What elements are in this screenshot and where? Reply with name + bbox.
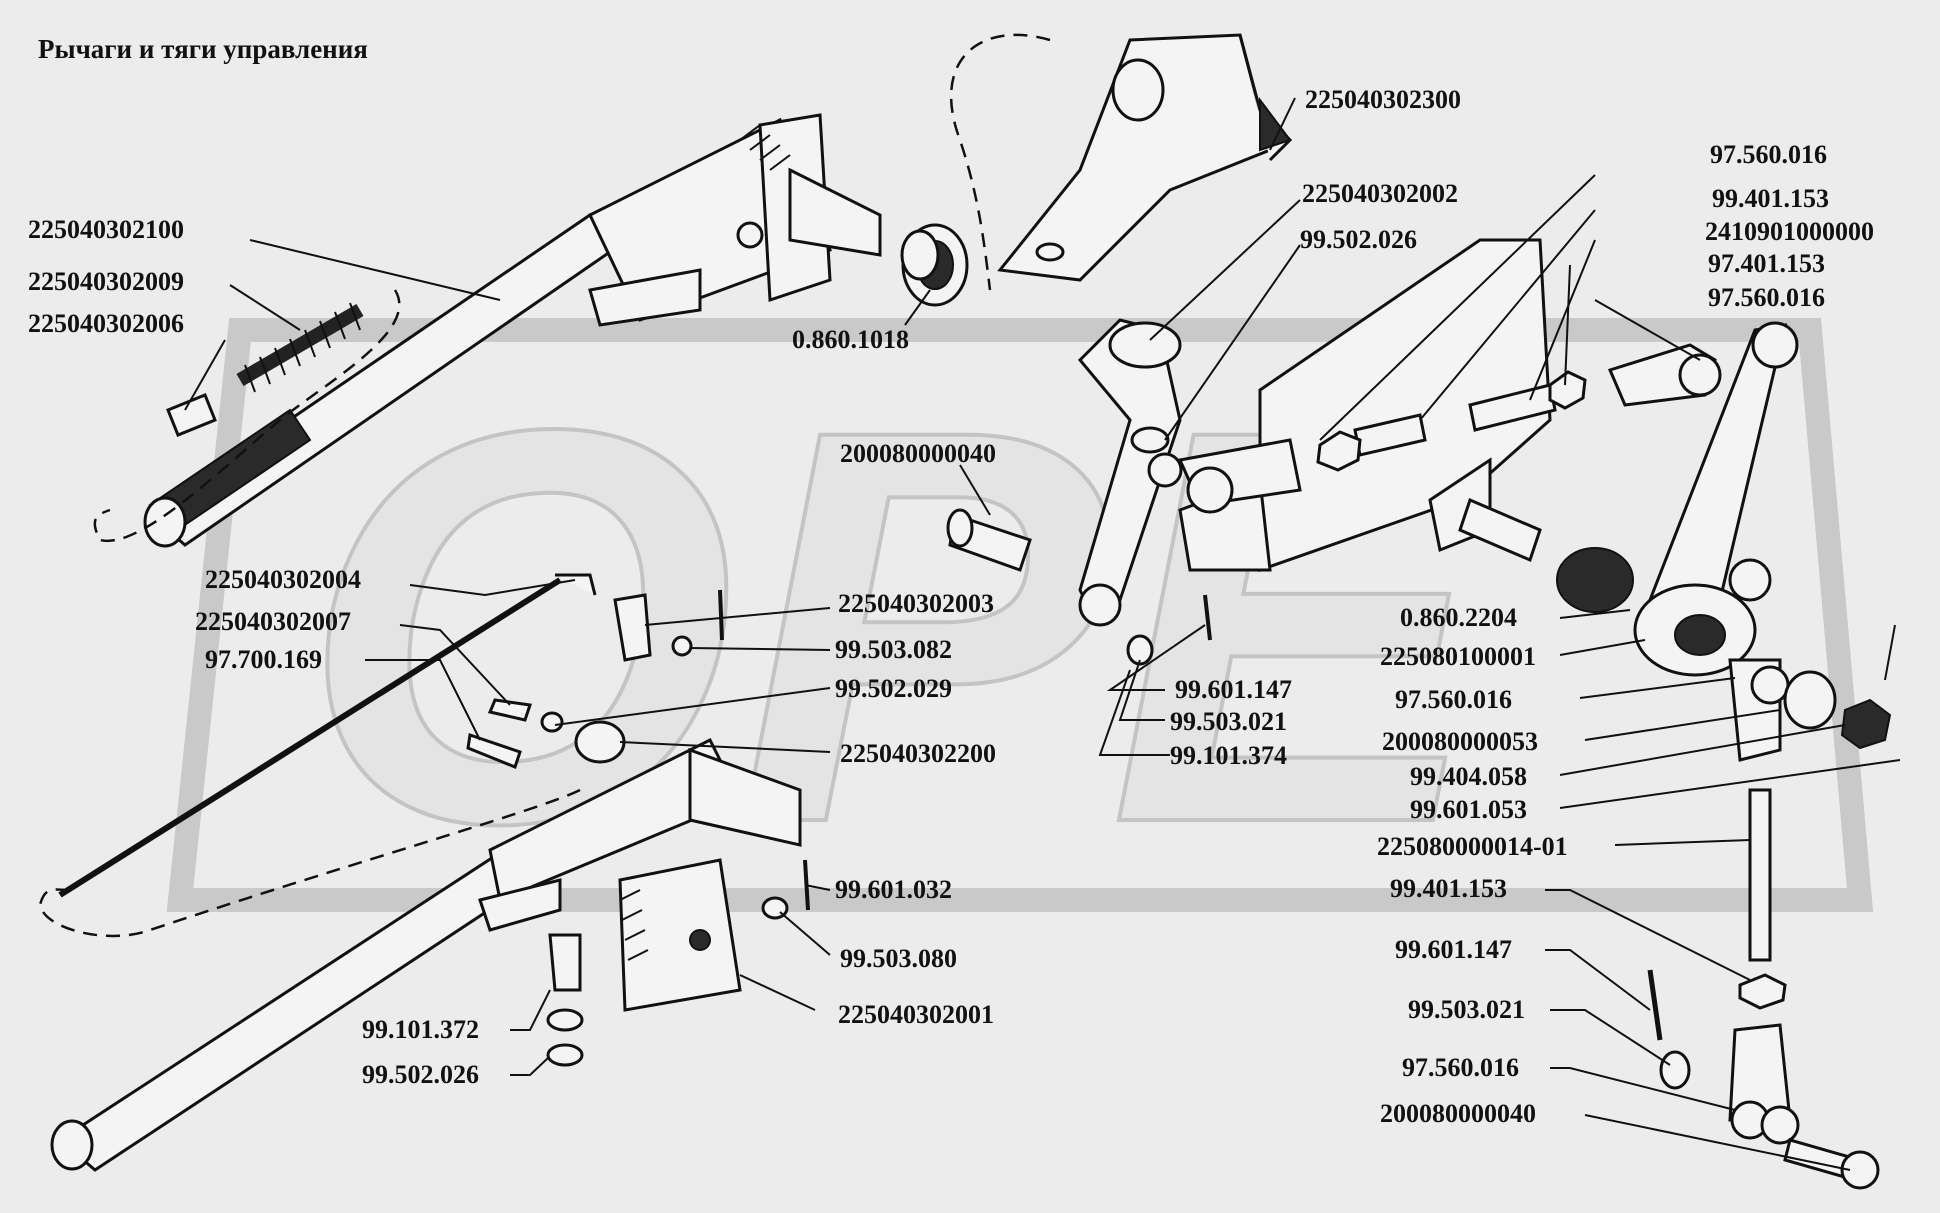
label-99-601-147-b: 99.601.147 bbox=[1395, 935, 1512, 964]
parts-drawing bbox=[38, 33, 1896, 1190]
label-99-601-032: 99.601.032 bbox=[835, 875, 952, 904]
leader-lines bbox=[184, 97, 1901, 1171]
label-97-401-153: 97.401.153 bbox=[1708, 249, 1825, 278]
lower-lever bbox=[50, 737, 802, 1172]
shaft-nut bbox=[1458, 497, 1634, 613]
label-225040302007: 225040302007 bbox=[195, 607, 351, 636]
label-200080000053: 200080000053 bbox=[1382, 727, 1538, 756]
small-parts bbox=[466, 508, 1212, 1067]
label-99-503-082: 99.503.082 bbox=[835, 635, 952, 664]
label-225040302100: 225040302100 bbox=[28, 215, 184, 244]
label-97-560-016-a: 97.560.016 bbox=[1710, 140, 1827, 169]
right-lever bbox=[1633, 321, 1799, 677]
label-225040302200: 225040302200 bbox=[840, 739, 996, 768]
label-99-601-053: 99.601.053 bbox=[1410, 795, 1527, 824]
lower-right-clevis bbox=[1647, 624, 1896, 1190]
label-99-601-147-a: 99.601.147 bbox=[1175, 675, 1292, 704]
label-99-404-058: 99.404.058 bbox=[1410, 762, 1527, 791]
label-99-101-372: 99.101.372 bbox=[362, 1015, 479, 1044]
label-97-560-016-b: 97.560.016 bbox=[1708, 283, 1825, 312]
label-99-503-021-b: 99.503.021 bbox=[1408, 995, 1525, 1024]
label-225040302002: 225040302002 bbox=[1302, 179, 1458, 208]
upper-lever bbox=[143, 113, 882, 548]
label-99-503-080: 99.503.080 bbox=[840, 944, 957, 973]
label-225040302001: 225040302001 bbox=[838, 1000, 994, 1029]
label-200080000040-b: 200080000040 bbox=[1380, 1099, 1536, 1128]
label-225040302003: 225040302003 bbox=[838, 589, 994, 618]
label-99-502-029: 99.502.029 bbox=[835, 674, 952, 703]
label-99-502-026-b: 99.502.026 bbox=[362, 1060, 479, 1089]
bushing bbox=[900, 223, 969, 307]
label-97-560-016-c: 97.560.016 bbox=[1395, 685, 1512, 714]
label-99-502-026-a: 99.502.026 bbox=[1300, 225, 1417, 254]
label-99-503-021-a: 99.503.021 bbox=[1170, 707, 1287, 736]
long-rod bbox=[58, 573, 597, 898]
label-0-860-1018: 0.860.1018 bbox=[792, 325, 909, 354]
label-225080000014-01: 225080000014-01 bbox=[1377, 832, 1568, 861]
spring bbox=[166, 302, 364, 437]
label-225040302004: 225040302004 bbox=[205, 565, 361, 594]
watermark: ОРЕ bbox=[166, 311, 1874, 941]
label-99-101-374: 99.101.374 bbox=[1170, 741, 1287, 770]
label-225040302300: 225040302300 bbox=[1305, 85, 1461, 114]
label-2410901000000: 2410901000000 bbox=[1705, 217, 1874, 246]
label-99-401-153-b: 99.401.153 bbox=[1390, 874, 1507, 903]
page-title: Рычаги и тяги управления bbox=[38, 34, 368, 64]
label-200080000040-a: 200080000040 bbox=[840, 439, 996, 468]
label-225040302006: 225040302006 bbox=[28, 309, 184, 338]
part-labels: 225040302300 225040302100 225040302009 2… bbox=[28, 85, 1874, 1128]
label-225040302009: 225040302009 bbox=[28, 267, 184, 296]
label-97-560-016-d: 97.560.016 bbox=[1402, 1053, 1519, 1082]
label-97-700-169: 97.700.169 bbox=[205, 645, 322, 674]
label-225080100001: 225080100001 bbox=[1380, 642, 1536, 671]
central-arm bbox=[1077, 318, 1182, 627]
label-99-401-153-a: 99.401.153 bbox=[1712, 184, 1829, 213]
label-0-860-2204: 0.860.2204 bbox=[1400, 603, 1517, 632]
upper-rod bbox=[1147, 343, 1722, 514]
upper-bracket bbox=[997, 33, 1293, 282]
